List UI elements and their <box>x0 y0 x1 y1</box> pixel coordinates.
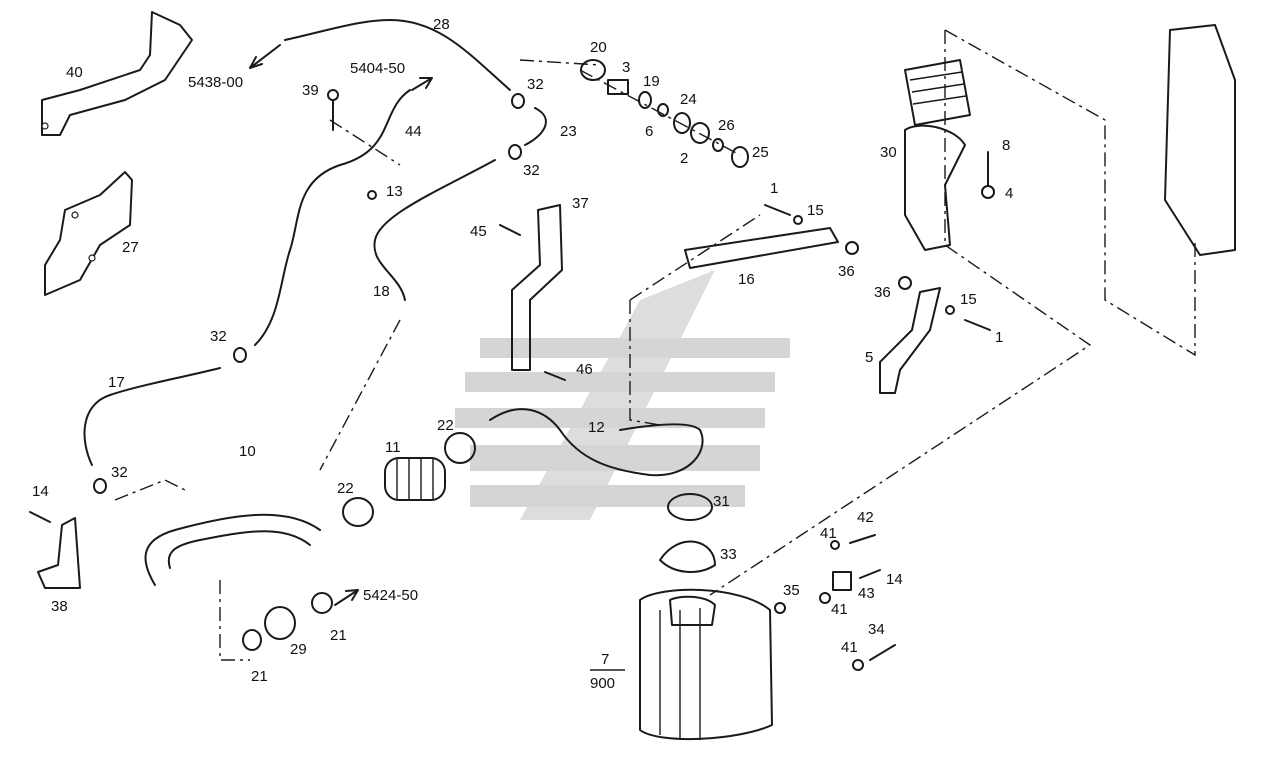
bracket-40-hole <box>41 122 49 130</box>
bracket-38 <box>37 517 81 589</box>
part-label-5: 5 <box>865 349 873 366</box>
part-label-18: 18 <box>373 283 390 300</box>
part-label-14a: 14 <box>32 483 49 500</box>
part-label-13: 13 <box>386 183 403 200</box>
assembly-denominator: 900 <box>590 675 615 692</box>
bracket-40 <box>41 11 193 136</box>
part-label-29: 29 <box>290 641 307 658</box>
part-label-28: 28 <box>433 16 450 33</box>
part-label-38: 38 <box>51 598 68 615</box>
hose-44 <box>254 89 411 346</box>
part-label-36b: 36 <box>874 284 891 301</box>
part-label-35: 35 <box>783 582 800 599</box>
bracket-5 <box>879 287 941 394</box>
arrow-5438 <box>249 44 281 69</box>
part-label-24: 24 <box>680 91 697 108</box>
part-label-43: 43 <box>858 585 875 602</box>
part-label-26: 26 <box>718 117 735 134</box>
part-label-46: 46 <box>576 361 593 378</box>
part-label-44: 44 <box>405 123 422 140</box>
bracket-16 <box>684 227 839 269</box>
part-label-11: 11 <box>385 439 401 456</box>
part-label-23: 23 <box>560 123 577 140</box>
part-label-15a: 15 <box>807 202 824 219</box>
part-label-40: 40 <box>66 64 83 81</box>
clamps <box>93 93 716 651</box>
arrow-5424 <box>334 589 359 606</box>
part-label-19: 19 <box>643 73 660 90</box>
air-filter-housing <box>639 588 773 741</box>
part-label-21b: 21 <box>251 668 268 685</box>
part-label-12: 12 <box>588 419 605 436</box>
part-label-17: 17 <box>108 374 125 391</box>
part-label-1a: 1 <box>770 180 778 197</box>
part-label-6: 6 <box>645 123 653 140</box>
hose-18-line <box>373 159 496 301</box>
pipe-12 <box>489 408 704 477</box>
bracket-27-hole <box>88 254 96 262</box>
part-label-3: 3 <box>622 59 630 76</box>
part-label-32a: 32 <box>527 76 544 93</box>
part-label-32b: 32 <box>523 162 540 179</box>
part-label-15b: 15 <box>960 291 977 308</box>
reference-5404-50: 5404-50 <box>350 60 405 77</box>
part-label-27: 27 <box>122 239 139 256</box>
part-label-32c: 32 <box>210 328 227 345</box>
part-label-1b: 1 <box>995 329 1003 346</box>
reference-5438-00: 5438-00 <box>188 74 243 91</box>
part-label-39: 39 <box>302 82 319 99</box>
hardware <box>29 89 995 671</box>
part-label-8: 8 <box>1002 137 1010 154</box>
part-label-41a: 41 <box>820 525 837 542</box>
part-label-36a: 36 <box>838 263 855 280</box>
part-label-33: 33 <box>720 546 737 563</box>
part-label-41b: 41 <box>831 601 848 618</box>
part-label-10: 10 <box>239 443 256 460</box>
part-label-4: 4 <box>1005 185 1013 202</box>
part-label-41c: 41 <box>841 639 858 656</box>
part-label-14b: 14 <box>886 571 903 588</box>
part-label-30: 30 <box>880 144 897 161</box>
bracket-37 <box>511 204 563 371</box>
part-label-31: 31 <box>713 493 730 510</box>
leader-lines <box>114 29 1196 661</box>
watermark-logo <box>455 270 790 520</box>
reference-5424-50: 5424-50 <box>363 587 418 604</box>
part-label-20: 20 <box>590 39 607 56</box>
part-label-22a: 22 <box>337 480 354 497</box>
part-label-22b: 22 <box>437 417 454 434</box>
pipe-10-outer <box>167 530 311 569</box>
bracket-27-hole <box>71 211 79 219</box>
hose-28 <box>284 19 511 91</box>
grille-and-duct <box>904 24 1236 256</box>
arrow-5404 <box>411 77 433 91</box>
part-label-45: 45 <box>470 223 487 240</box>
part-label-42: 42 <box>857 509 874 526</box>
bellows-11 <box>384 457 446 501</box>
hose-17 <box>83 367 221 466</box>
part-label-2: 2 <box>680 150 688 167</box>
valve-assembly <box>580 59 749 168</box>
assembly-numerator: 7 <box>601 651 609 668</box>
pipe-10 <box>144 513 321 586</box>
bracket-27 <box>44 171 133 296</box>
part-label-21a: 21 <box>330 627 347 644</box>
part-label-34: 34 <box>868 621 885 638</box>
part-label-16: 16 <box>738 271 755 288</box>
part-label-32d: 32 <box>111 464 128 481</box>
part-label-37: 37 <box>572 195 589 212</box>
part-label-25: 25 <box>752 144 769 161</box>
hose-23 <box>524 107 547 146</box>
